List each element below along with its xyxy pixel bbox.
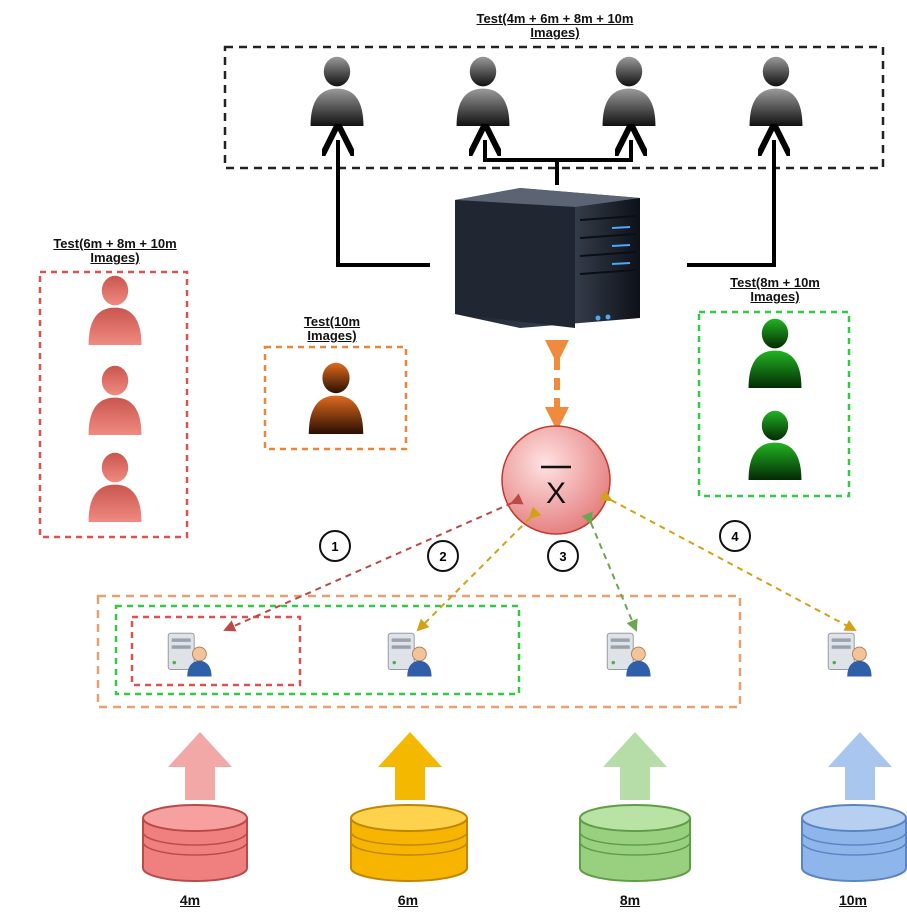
user-icon-left-1: [88, 275, 142, 345]
mid-client-box: [263, 345, 408, 451]
upload-arrow-6m: [378, 732, 442, 800]
dataset-label-8m: 8m: [619, 892, 641, 908]
user-icon-right-2: [748, 410, 802, 480]
right-group-label: Test(8m + 10m Images): [680, 276, 870, 304]
server-icon: [455, 188, 640, 328]
user-icon-left-2: [88, 365, 142, 435]
dataset-label-4m: 4m: [179, 892, 201, 908]
link-1: [223, 493, 524, 632]
user-icon-right-1: [748, 318, 802, 388]
step-2-label: 2: [439, 549, 446, 564]
arrow-to-user-2: [485, 140, 557, 162]
link-4: [599, 490, 857, 631]
mean-symbol: X: [546, 477, 566, 510]
step-3-badge: [547, 540, 579, 572]
client-node-10m: [827, 632, 872, 677]
step-3-label: 3: [559, 549, 566, 564]
client-node-4m: [167, 632, 212, 677]
user-icon-top-3: [602, 56, 656, 126]
mid-group-label-line1: Test(10m: [303, 314, 361, 329]
top-group-label: Test(4m + 6m + 8m + 10m Images): [395, 12, 715, 40]
left-group-label: Test(6m + 8m + 10m Images): [0, 237, 230, 265]
upload-arrow-4m: [168, 732, 232, 800]
arrow-to-user-3: [557, 140, 631, 162]
right-group-label-line2: Images): [750, 289, 800, 304]
user-icon-top-1: [310, 56, 364, 126]
database-10m: [801, 804, 907, 882]
top-group-label-line2: Images): [530, 25, 580, 40]
step-1-label: 1: [331, 539, 338, 554]
link-2: [416, 506, 542, 632]
left-group-label-line1: Test(6m + 8m + 10m: [53, 236, 177, 251]
step-1-badge: [319, 530, 351, 562]
dataset-label-6m: 6m: [397, 892, 419, 908]
upload-arrow-10m: [828, 732, 892, 800]
client-node-8m: [606, 632, 651, 677]
database-6m: [350, 804, 468, 882]
user-icon-left-3: [88, 452, 142, 522]
arrow-to-user-4: [687, 140, 774, 267]
link-3: [581, 511, 638, 632]
right-group-label-line1: Test(8m + 10m: [730, 275, 820, 290]
step-4-badge: [719, 520, 751, 552]
step-2-badge: [427, 540, 459, 572]
top-clients-box: [223, 45, 885, 170]
database-4m: [142, 804, 248, 882]
mid-group-label-line2: Images): [307, 328, 357, 343]
top-group-label-line1: Test(4m + 6m + 8m + 10m: [476, 11, 634, 26]
red-node-box: [130, 615, 302, 687]
user-icon-top-4: [749, 56, 803, 126]
left-clients-box: [38, 270, 189, 539]
user-icon-top-2: [456, 56, 510, 126]
client-node-6m: [387, 632, 432, 677]
step-4-label: 4: [731, 529, 739, 544]
left-group-label-line2: Images): [90, 250, 140, 265]
arrow-to-user-1: [338, 140, 430, 267]
upload-arrow-8m: [603, 732, 667, 800]
mid-group-label: Test(10m Images): [262, 315, 402, 343]
dataset-label-10m: 10m: [838, 892, 868, 908]
database-8m: [579, 804, 691, 882]
user-icon-mid: [308, 362, 364, 434]
